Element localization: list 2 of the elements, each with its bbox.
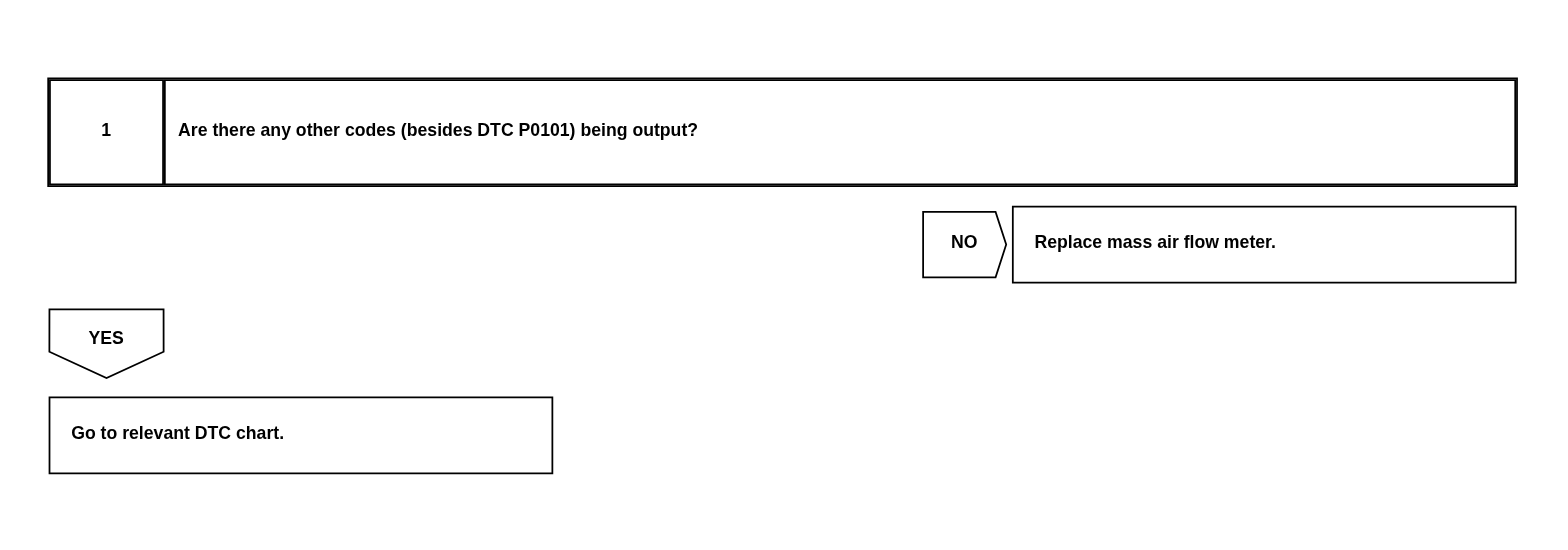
- node-box: Replace mass air flow meter.: [1011, 205, 1517, 283]
- node-box: Go to relevant DTC chart.: [48, 396, 554, 474]
